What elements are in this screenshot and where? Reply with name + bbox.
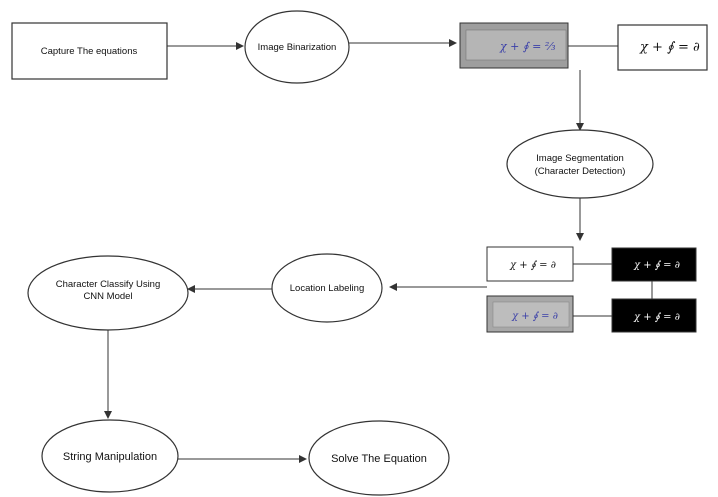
location-labeling-node: Location Labeling	[271, 253, 383, 323]
seg-grey-equation: χ + ∮ = ∂	[511, 311, 558, 322]
solve-node: Solve The Equation	[308, 420, 450, 496]
classifier-label-line2: CNN Model	[83, 291, 132, 302]
solve-label: Solve The Equation	[331, 453, 427, 465]
binarization-node: Image Binarization	[244, 10, 350, 84]
grey-strip-equation: χ + ∮ = ⅔	[499, 40, 556, 53]
classifier-node: Character Classify Using CNN Model	[27, 255, 189, 331]
seg-white-equation: χ + ∮ = ∂	[509, 260, 556, 271]
segmentation-node: Image Segmentation (Character Detection)	[506, 129, 654, 199]
capture-node: Capture The equations	[11, 22, 168, 80]
capture-label: Capture The equations	[41, 46, 138, 57]
seg-black-bottom-equation: χ + ∮ = ∂	[633, 312, 680, 323]
binarization-label: Image Binarization	[258, 42, 337, 53]
seg-black-top-equation: χ + ∮ = ∂	[633, 260, 680, 271]
binary-box-equation: χ + ∮ = ∂	[639, 40, 700, 55]
segmentation-label-line2: (Character Detection)	[535, 166, 626, 177]
segmentation-label-line1: Image Segmentation	[536, 153, 624, 164]
binary-image-box: χ + ∮ = ∂	[617, 24, 708, 71]
classifier-label-line1: Character Classify Using	[56, 279, 161, 290]
segmented-images: χ + ∮ = ∂ χ + ∮ = ∂ χ + ∮ = ∂ χ + ∮ = ∂	[486, 246, 697, 333]
string-manipulation-label: String Manipulation	[63, 451, 157, 463]
string-manipulation-node: String Manipulation	[41, 419, 179, 493]
location-labeling-label: Location Labeling	[290, 283, 364, 294]
grey-image-strip: χ + ∮ = ⅔	[459, 22, 569, 69]
